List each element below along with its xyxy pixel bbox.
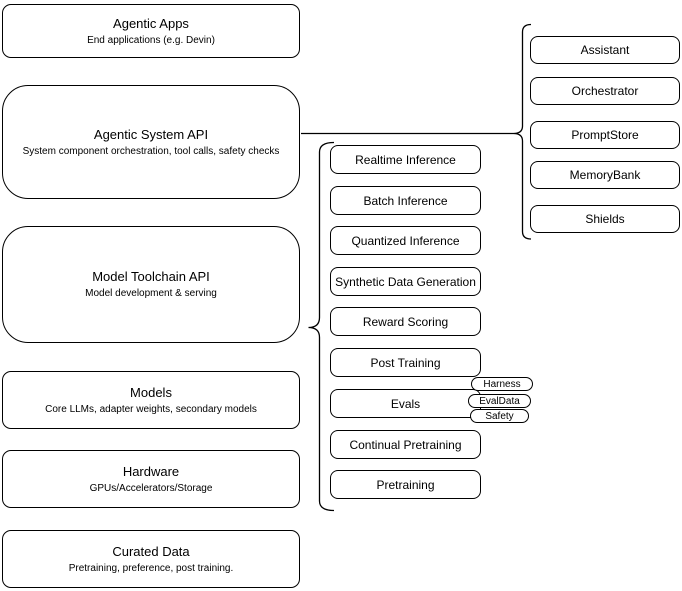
box-agentic-system-api-subtitle: System component orchestration, tool cal… bbox=[22, 145, 280, 157]
box-curated-data: Curated Data Pretraining, preference, po… bbox=[2, 530, 300, 588]
box-hardware: Hardware GPUs/Accelerators/Storage bbox=[2, 450, 300, 508]
toolchain-item-synthetic-data-generation: Synthetic Data Generation bbox=[330, 267, 481, 296]
box-hardware-title: Hardware bbox=[122, 463, 180, 479]
box-agentic-system-api: Agentic System API System component orch… bbox=[2, 85, 300, 199]
toolchain-item-continual-pretraining: Continual Pretraining bbox=[330, 430, 481, 459]
box-hardware-subtitle: GPUs/Accelerators/Storage bbox=[89, 482, 213, 494]
brace-system-components bbox=[513, 23, 532, 240]
component-assistant: Assistant bbox=[530, 36, 680, 64]
evals-tag-safety: Safety bbox=[470, 409, 529, 423]
evals-tag-evaldata: EvalData bbox=[468, 394, 531, 408]
box-model-toolchain-api: Model Toolchain API Model development & … bbox=[2, 226, 300, 343]
component-promptstore: PromptStore bbox=[530, 121, 680, 149]
box-models-subtitle: Core LLMs, adapter weights, secondary mo… bbox=[45, 403, 257, 415]
box-curated-data-title: Curated Data bbox=[112, 543, 190, 559]
toolchain-item-quantized-inference: Quantized Inference bbox=[330, 226, 481, 255]
toolchain-item-evals: Evals bbox=[330, 389, 481, 418]
toolchain-item-reward-scoring: Reward Scoring bbox=[330, 307, 481, 336]
component-shields: Shields bbox=[530, 205, 680, 233]
box-model-toolchain-api-subtitle: Model development & serving bbox=[85, 288, 217, 299]
toolchain-item-post-training: Post Training bbox=[330, 348, 481, 377]
component-orchestrator: Orchestrator bbox=[530, 77, 680, 105]
box-curated-data-subtitle: Pretraining, preference, post training. bbox=[68, 562, 234, 574]
box-model-toolchain-api-title: Model Toolchain API bbox=[92, 269, 210, 284]
box-agentic-system-api-title: Agentic System API bbox=[93, 126, 209, 142]
box-agentic-apps-subtitle: End applications (e.g. Devin) bbox=[87, 34, 215, 46]
box-models: Models Core LLMs, adapter weights, secon… bbox=[2, 371, 300, 429]
toolchain-item-pretraining: Pretraining bbox=[330, 470, 481, 499]
box-agentic-apps: Agentic Apps End applications (e.g. Devi… bbox=[2, 4, 300, 58]
component-memorybank: MemoryBank bbox=[530, 161, 680, 189]
box-agentic-apps-title: Agentic Apps bbox=[113, 15, 189, 31]
evals-tag-harness: Harness bbox=[471, 377, 533, 391]
toolchain-item-batch-inference: Batch Inference bbox=[330, 186, 481, 215]
box-models-title: Models bbox=[130, 384, 172, 400]
toolchain-item-realtime-inference: Realtime Inference bbox=[330, 145, 481, 174]
